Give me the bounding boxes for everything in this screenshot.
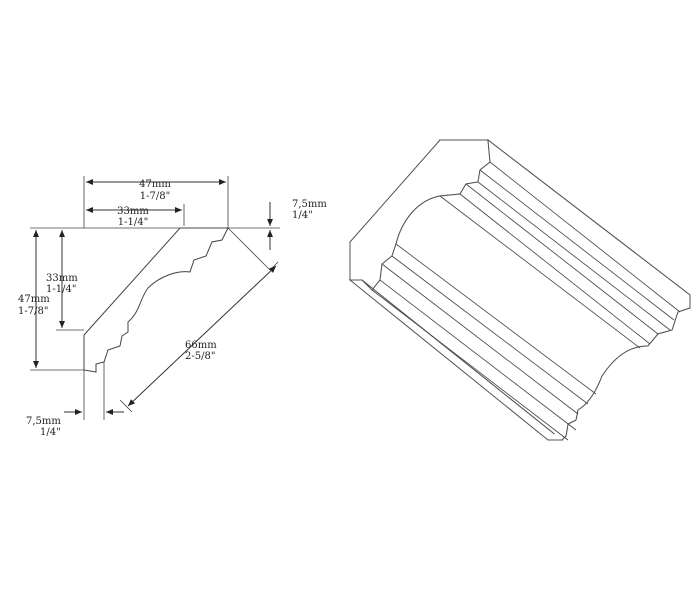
far-end-profile xyxy=(548,307,691,441)
dimension-top-inner: 33mm 1-1/4" xyxy=(86,206,182,228)
dim-top-width-mm: 47mm xyxy=(139,179,171,190)
dim-left-inner-mm: 33mm xyxy=(46,273,78,284)
dimension-left-inner: 33mm 1-1/4" xyxy=(46,230,78,328)
profile-back-edge xyxy=(227,227,271,271)
dim-bottom-lip-mm: 7,5mm xyxy=(26,416,61,427)
dim-left-height-mm: 47mm xyxy=(18,294,50,305)
dim-top-lip-mm: 7,5mm xyxy=(292,199,327,210)
dim-top-width-inch: 1-7/8" xyxy=(140,191,170,202)
dimension-top-lip: 7,5mm 1/4" xyxy=(267,199,327,250)
dim-top-lip-inch: 1/4" xyxy=(292,210,313,221)
profile-feature-lines xyxy=(371,161,681,441)
dim-top-inner-inch: 1-1/4" xyxy=(118,217,148,228)
isometric-molding-view xyxy=(348,138,691,441)
dimension-top-width: 47mm 1-7/8" xyxy=(86,179,226,202)
dim-diagonal-mm: 66mm xyxy=(185,340,217,351)
dim-bottom-lip-inch: 1/4" xyxy=(40,427,61,438)
dimension-bottom-lip: 7,5mm 1/4" xyxy=(26,409,124,438)
profile-cross-section xyxy=(83,227,271,373)
dim-left-inner-inch: 1-1/4" xyxy=(46,284,76,295)
dim-left-height-inch: 1-7/8" xyxy=(18,306,48,317)
dim-diagonal-inch: 2-5/8" xyxy=(185,351,215,362)
dim-top-inner-mm: 33mm xyxy=(117,206,149,217)
dimension-diagonal: 66mm 2-5/8" xyxy=(127,265,277,407)
dimension-left-height: 47mm 1-7/8" xyxy=(18,230,50,368)
